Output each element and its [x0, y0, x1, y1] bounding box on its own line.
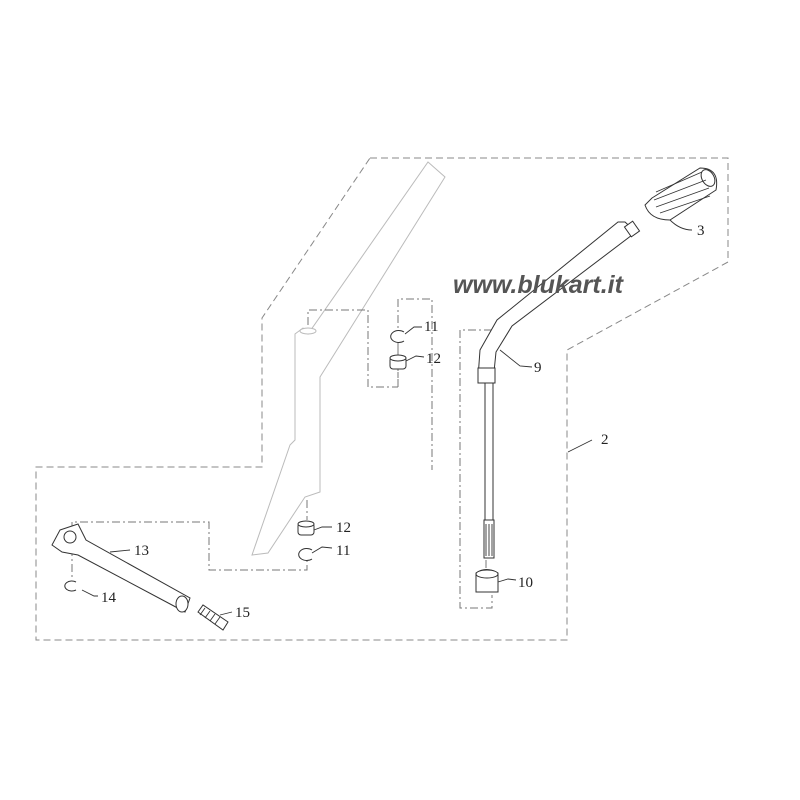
leader-15	[219, 611, 233, 616]
callout-14: 14	[101, 590, 117, 606]
ghost-lever	[251, 161, 446, 556]
leader-2	[567, 439, 593, 453]
callout-13: 13	[134, 543, 149, 559]
threaded-stud-part[interactable]	[197, 604, 229, 631]
gear-lever-part[interactable]	[477, 220, 641, 559]
callout-9: 9	[534, 360, 542, 376]
leader-13	[109, 549, 131, 553]
circlip-top-part[interactable]	[390, 330, 405, 343]
leader-11a	[404, 326, 422, 335]
callout-12-top: 12	[426, 351, 441, 367]
callout-12-bottom: 12	[336, 520, 351, 536]
leader-12a	[405, 355, 425, 362]
callout-11-bottom: 11	[336, 543, 350, 559]
callout-15: 15	[235, 605, 250, 621]
bushing-top-part[interactable]	[389, 354, 407, 370]
guide-line-lower	[71, 521, 308, 571]
leader-9	[499, 349, 533, 368]
guide-line-lever	[459, 329, 493, 609]
watermark: www.blukart.it	[453, 271, 625, 299]
lever-boot-part[interactable]	[475, 569, 499, 593]
link-rod-part[interactable]	[51, 523, 191, 613]
leader-14	[81, 589, 98, 597]
circlip-small-part[interactable]	[64, 580, 77, 592]
gear-knob-part[interactable]	[644, 167, 718, 221]
callout-3: 3	[697, 223, 705, 239]
circlip-bottom-part[interactable]	[298, 548, 313, 561]
callout-2: 2	[601, 432, 609, 448]
callout-11-top: 11	[424, 319, 438, 335]
leader-12b	[313, 526, 332, 531]
leader-3	[669, 219, 693, 231]
leader-10	[497, 578, 517, 583]
leader-11b	[311, 546, 333, 554]
bushing-bottom-part[interactable]	[297, 520, 315, 536]
guide-line-upper-left	[307, 309, 398, 388]
callout-10: 10	[518, 575, 533, 591]
assembly-group-outline	[35, 157, 729, 641]
